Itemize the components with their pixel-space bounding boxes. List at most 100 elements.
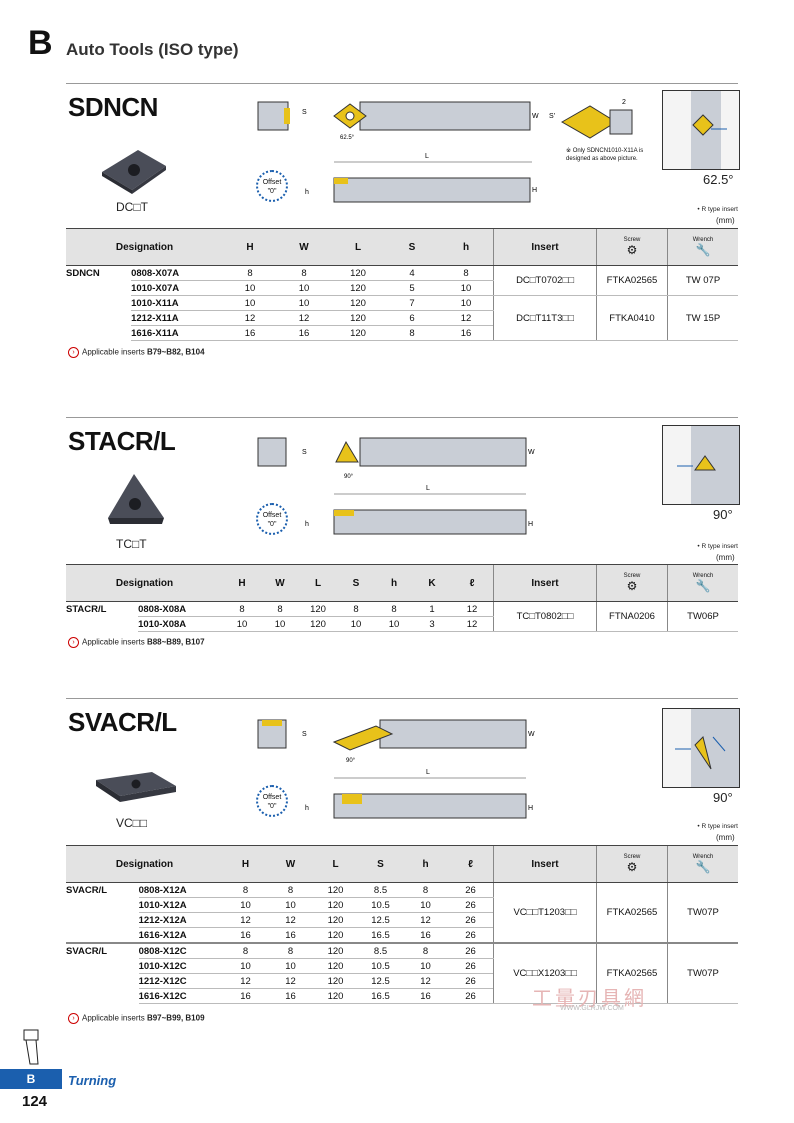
section-rule <box>66 83 738 84</box>
arrow-right-icon: › <box>68 637 79 648</box>
col-l-small: ℓ <box>448 845 494 883</box>
col-h-small: h <box>375 564 413 602</box>
col-h-small: h <box>439 228 494 266</box>
svg-text:h: h <box>305 805 309 812</box>
col-w: W <box>277 228 331 266</box>
product-name: SVACR/L <box>68 707 177 737</box>
offset-badge: Offset"0" <box>256 785 288 817</box>
svg-text:2: 2 <box>622 99 626 106</box>
col-wrench: Wrench🔧 <box>667 845 738 883</box>
svg-text:H: H <box>528 521 533 528</box>
offset-badge: Offset"0" <box>256 170 288 202</box>
offset-badge: Offset"0" <box>256 503 288 535</box>
spec-table: Designation H W L S h K ℓ Insert Screw⚙ … <box>66 564 738 632</box>
svg-text:H: H <box>532 187 537 194</box>
chapter-section: Turning <box>68 1073 117 1088</box>
spec-table: Designation H W L S h Insert Screw⚙ Wren… <box>66 228 738 341</box>
svg-text:W: W <box>528 731 535 738</box>
svg-text:S: S <box>302 109 307 116</box>
svg-text:h: h <box>305 189 309 196</box>
svg-text:S': S' <box>549 113 555 120</box>
col-l: L <box>299 564 337 602</box>
chapter-title: Auto Tools (ISO type) <box>66 40 239 59</box>
page-number: 124 <box>22 1093 48 1110</box>
col-l-small: ℓ <box>451 564 494 602</box>
product-name: SDNCN <box>68 92 158 122</box>
arrow-right-icon: › <box>68 347 79 358</box>
col-designation: Designation <box>66 564 223 602</box>
tool-drawing: S W 62.5° L h H S' 2 <box>257 99 633 203</box>
insert-code: TC□T <box>116 537 147 551</box>
col-h: H <box>223 564 261 602</box>
svg-text:L: L <box>426 485 430 492</box>
insert-photo <box>96 772 176 802</box>
screw-icon: ⚙ <box>626 579 638 593</box>
section-rule <box>66 417 738 418</box>
col-designation: Designation <box>66 845 223 883</box>
col-designation: Designation <box>66 228 223 266</box>
arrow-right-icon: › <box>68 1013 79 1024</box>
col-s: S <box>385 228 439 266</box>
insert-photo <box>102 150 166 194</box>
col-h: H <box>223 228 277 266</box>
applicable-inserts[interactable]: ›Applicable inserts B88~B89, B107 <box>68 637 205 648</box>
tool-drawing: S W 90° L h H <box>257 719 535 819</box>
applicable-inserts[interactable]: ›Applicable inserts B79~B82, B104 <box>68 347 205 358</box>
approach-angle-diagram <box>662 708 740 788</box>
tool-drawing: S W 90° L h H <box>257 437 535 535</box>
col-screw: Screw⚙ <box>596 564 668 602</box>
col-insert: Insert <box>493 228 597 266</box>
watermark-brand: 工量刃具網 <box>532 988 647 1010</box>
col-h: H <box>223 845 268 883</box>
turning-tool-icon <box>23 1029 39 1065</box>
col-insert: Insert <box>493 564 597 602</box>
col-insert: Insert <box>493 845 597 883</box>
product-name: STACR/L <box>68 426 176 456</box>
unit-label: (mm) <box>716 553 735 562</box>
svg-text:h: h <box>305 521 309 528</box>
watermark-url: WWW.GLRJW.COM <box>560 1005 624 1012</box>
unit-label: (mm) <box>716 833 735 842</box>
wrench-icon: 🔧 <box>695 579 711 593</box>
r-type-note: • R type insert <box>697 206 738 213</box>
col-l: L <box>331 228 385 266</box>
drawing-note: ※ Only SDNCN1010-X11A is designed as abo… <box>566 148 644 162</box>
col-s: S <box>337 564 375 602</box>
chapter-tab: B <box>0 1069 62 1089</box>
svg-text:90°: 90° <box>344 474 354 480</box>
svg-text:W: W <box>528 449 535 456</box>
r-type-note: • R type insert <box>697 823 738 830</box>
svg-text:90°: 90° <box>346 758 356 764</box>
col-k: K <box>413 564 451 602</box>
svg-text:S: S <box>302 731 307 738</box>
screw-icon: ⚙ <box>626 243 638 257</box>
col-screw: Screw⚙ <box>596 845 668 883</box>
insert-code: VC□□ <box>116 816 148 830</box>
section-rule <box>66 698 738 699</box>
screw-icon: ⚙ <box>626 860 638 874</box>
approach-angle: 62.5° <box>703 172 734 187</box>
approach-angle-diagram <box>662 425 740 505</box>
approach-angle: 90° <box>713 507 733 522</box>
col-screw: Screw⚙ <box>596 228 668 266</box>
wrench-icon: 🔧 <box>695 860 711 874</box>
col-s: S <box>358 845 403 883</box>
spec-table: Designation H W L S h ℓ Insert Screw⚙ Wr… <box>66 845 738 1004</box>
svg-text:S: S <box>302 449 307 456</box>
svg-text:W: W <box>532 113 539 120</box>
insert-code: DC□T <box>116 200 148 214</box>
applicable-inserts[interactable]: ›Applicable inserts B97~B99, B109 <box>68 1013 205 1024</box>
svg-text:L: L <box>426 769 430 776</box>
col-h-small: h <box>403 845 448 883</box>
col-wrench: Wrench🔧 <box>667 564 738 602</box>
